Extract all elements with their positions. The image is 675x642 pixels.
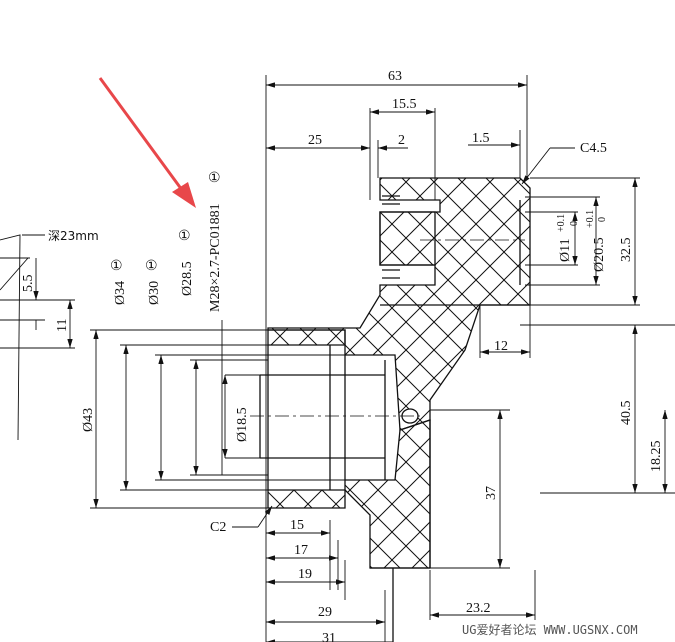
hatched-lower-body [344, 419, 431, 569]
dim-63: 63 [388, 69, 402, 84]
dim-phi28-5: Ø28.5 [180, 261, 195, 296]
dim-31: 31 [322, 631, 336, 642]
dim-c2: C2 [210, 520, 226, 535]
tol-phi11-upper: +0.1 [556, 214, 567, 232]
dim-11: 11 [55, 319, 70, 332]
dim-2: 2 [398, 133, 405, 148]
part-section [259, 177, 531, 642]
dim-phi11: Ø11 [558, 238, 573, 262]
dimension-lines [0, 75, 675, 642]
hatched-upper-body [267, 177, 531, 431]
dim-32-5: 32.5 [619, 238, 634, 263]
dim-phi43: Ø43 [81, 408, 96, 432]
center-lines [250, 239, 525, 417]
dim-15-5: 15.5 [392, 97, 417, 112]
circle-mark-phi34: ① [110, 259, 123, 274]
tol-phi20-5-upper: +0.1 [585, 210, 596, 228]
hatched-left-flange [267, 329, 346, 346]
dim-37: 37 [484, 486, 499, 500]
dim-phi18-5: Ø18.5 [235, 407, 250, 442]
circle-mark-phi28-5: ① [178, 229, 191, 244]
hatched-bottom-flange [267, 489, 346, 509]
dim-18-25: 18.25 [649, 441, 664, 473]
watermark: UG爱好者论坛 WWW.UGSNX.COM [462, 623, 638, 637]
tol-phi20-5-lower: 0 [597, 217, 608, 222]
dim-19: 19 [298, 567, 312, 582]
dim-1-5: 1.5 [472, 131, 490, 146]
dim-25: 25 [308, 133, 322, 148]
dim-12: 12 [494, 339, 508, 354]
dim-23-2: 23.2 [466, 601, 491, 616]
depth-note: 深23mm [48, 229, 99, 243]
dim-phi34: Ø34 [113, 281, 128, 305]
dim-40-5: 40.5 [619, 401, 634, 426]
dim-5-5: 5.5 [21, 275, 36, 293]
dim-15: 15 [290, 518, 304, 533]
dim-phi30: Ø30 [147, 281, 162, 305]
thread-spec: M28×2.7-PC01881 [208, 203, 223, 312]
circle-mark-thread: ① [208, 171, 221, 186]
dim-phi20-5: Ø20.5 [592, 237, 607, 272]
circle-mark-phi30: ① [145, 259, 158, 274]
dim-c4-5: C4.5 [580, 141, 607, 156]
dimension-texts: 63 15.5 25 2 1.5 C4.5 12 23.2 15 17 19 2… [21, 69, 664, 642]
dim-29: 29 [318, 605, 332, 620]
pointer-arrow [98, 77, 196, 208]
tol-phi11-lower: 0 [569, 221, 580, 226]
dim-17: 17 [294, 543, 308, 558]
